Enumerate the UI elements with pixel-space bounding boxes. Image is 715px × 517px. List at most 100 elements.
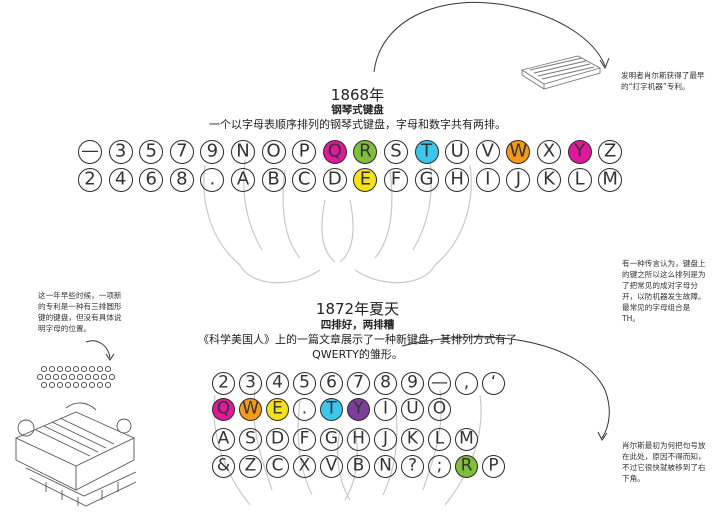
key-section1868-row2-12: H — [445, 168, 470, 192]
key-section1872-row3-2: D — [266, 428, 289, 451]
round-key-dot — [88, 381, 96, 389]
round-key-dot — [48, 365, 56, 373]
key-section1872-row2-5: Y — [347, 398, 370, 421]
round-key-dot — [80, 381, 88, 389]
round-key-dot — [40, 381, 48, 389]
key-section1872-row4-0: & — [212, 455, 235, 478]
key-section1868-row2-9: E — [353, 168, 378, 192]
key-section1872-row4-9: R — [455, 455, 478, 478]
key-section1872-row1-7: 9 — [401, 372, 424, 395]
key-section1872-row2-4: T — [320, 398, 343, 421]
round-key-dot — [108, 373, 116, 381]
key-section1868-row2-10: F — [384, 168, 408, 192]
key-section1868-row1-10: S — [384, 140, 408, 164]
curved-arrow-right — [401, 336, 610, 441]
left-note: 这一年早些时候，一项新的专利是一种有三排圆形键的键盘，但没有具体说明字母的位置。 — [38, 291, 122, 333]
key-section1872-row3-3: F — [293, 428, 316, 451]
key-section1872-row3-8: L — [428, 428, 451, 451]
key-section1868-row2-17: M — [598, 168, 623, 192]
key-section1872-row1-3: 5 — [293, 372, 316, 395]
typewriter-sketch-large — [14, 402, 137, 507]
key-section1868-row1-1: 3 — [108, 140, 133, 164]
round-key-dot — [88, 365, 96, 373]
round-key-dot — [76, 373, 84, 381]
key-section1872-row4-10: P — [482, 455, 505, 478]
round-key-dot — [92, 373, 100, 381]
round-key-dot — [44, 373, 52, 381]
key-section1872-row4-1: Z — [239, 455, 262, 478]
key-section1868-row2-16: L — [567, 168, 592, 192]
key-section1872-row4-3: X — [293, 455, 316, 478]
key-section1872-row2-2: E — [266, 398, 289, 421]
key-section1872-row3-7: K — [401, 428, 424, 451]
typewriter-sketch-small — [520, 55, 602, 90]
round-key-dot — [36, 373, 44, 381]
key-section1872-row3-1: S — [239, 428, 262, 451]
key-section1868-row2-13: I — [475, 168, 500, 192]
round-key-dot — [40, 365, 48, 373]
round-key-dot — [64, 381, 72, 389]
key-section1868-row2-3: 8 — [169, 168, 194, 192]
key-section1872-row4-2: C — [266, 455, 289, 478]
desc-1872-line2: QWERTY的雏形。 — [312, 348, 403, 361]
round-key-dot — [104, 365, 112, 373]
key-section1868-row1-9: R — [353, 140, 378, 164]
key-section1872-row1-5: 7 — [347, 372, 370, 395]
key-section1872-row1-6: 8 — [374, 372, 397, 395]
key-section1872-row1-0: 2 — [212, 372, 235, 395]
key-section1868-row2-8: D — [322, 168, 347, 192]
key-section1868-row1-14: W — [506, 140, 531, 164]
round-key-dot — [64, 365, 72, 373]
key-section1868-row1-12: U — [445, 140, 470, 164]
key-section1868-row2-15: K — [537, 168, 561, 192]
top-right-note: 发明者肖尔斯获得了最早的“打字机器”专利。 — [621, 71, 705, 91]
round-key-dot — [48, 381, 56, 389]
key-section1872-row3-4: G — [320, 428, 343, 451]
key-section1868-row1-3: 7 — [169, 140, 194, 164]
key-section1872-row4-7: ? — [401, 455, 424, 478]
round-key-dot — [80, 365, 88, 373]
key-section1868-row1-7: P — [292, 140, 317, 164]
key-section1872-row2-0: Q — [212, 398, 235, 421]
key-section1868-row2-6: B — [261, 168, 286, 192]
key-section1872-row3-0: A — [212, 428, 235, 451]
key-section1868-row2-7: C — [292, 168, 317, 192]
key-section1868-row1-8: Q — [322, 140, 347, 164]
round-key-dot — [72, 381, 80, 389]
round-key-dot — [100, 373, 108, 381]
key-section1872-row2-7: U — [401, 398, 424, 421]
key-section1868-row1-15: X — [537, 140, 561, 164]
key-section1872-row2-6: I — [374, 398, 397, 421]
key-section1872-row1-9: , — [455, 372, 478, 395]
desc-1872-line1: 《科学美国人》上的一篇文章展示了一种新键盘，其排列方式有了 — [198, 333, 517, 346]
round-key-dot — [96, 381, 104, 389]
key-section1872-row3-6: J — [374, 428, 397, 451]
key-section1868-row2-1: 4 — [108, 168, 133, 192]
round-key-dot — [52, 373, 60, 381]
key-section1872-row2-3: . — [293, 398, 316, 421]
round-key-dot — [104, 381, 112, 389]
round-key-dot — [56, 381, 64, 389]
desc-1868: 一个以字母表顺序排列的钢琴式键盘，字母和数字共有两排。 — [209, 118, 506, 131]
key-section1868-row1-13: V — [475, 140, 500, 164]
key-section1872-row4-4: V — [320, 455, 343, 478]
right-note: 有一种传言认为，键盘上的键之所以这么排列是为了把常见的成对字母分开，以防机器发生… — [622, 259, 706, 323]
round-key-dot — [96, 365, 104, 373]
curved-arrow-left — [85, 340, 115, 361]
key-section1868-row1-11: T — [414, 140, 439, 164]
key-section1872-row4-6: N — [374, 455, 397, 478]
key-section1872-row1-8: — — [428, 372, 451, 395]
round-keys-dots — [36, 365, 116, 389]
key-section1868-row2-5: A — [231, 168, 255, 192]
key-section1868-row1-0: — — [78, 140, 102, 164]
round-key-dot — [84, 373, 92, 381]
key-section1872-row2-1: W — [239, 398, 262, 421]
round-key-dot — [60, 373, 68, 381]
year-1872: 1872年夏天 — [315, 300, 400, 318]
key-section1872-row1-2: 4 — [266, 372, 289, 395]
bottom-right-note: 肖尔斯最初为何把句号放在此处，原因不得而知，不过它很快就被移到了右下角。 — [622, 441, 706, 483]
subtitle-1868: 钢琴式键盘 — [331, 104, 384, 116]
round-key-dot — [68, 373, 76, 381]
key-section1872-row1-10: ‘ — [482, 372, 505, 395]
round-key-dot — [72, 365, 80, 373]
